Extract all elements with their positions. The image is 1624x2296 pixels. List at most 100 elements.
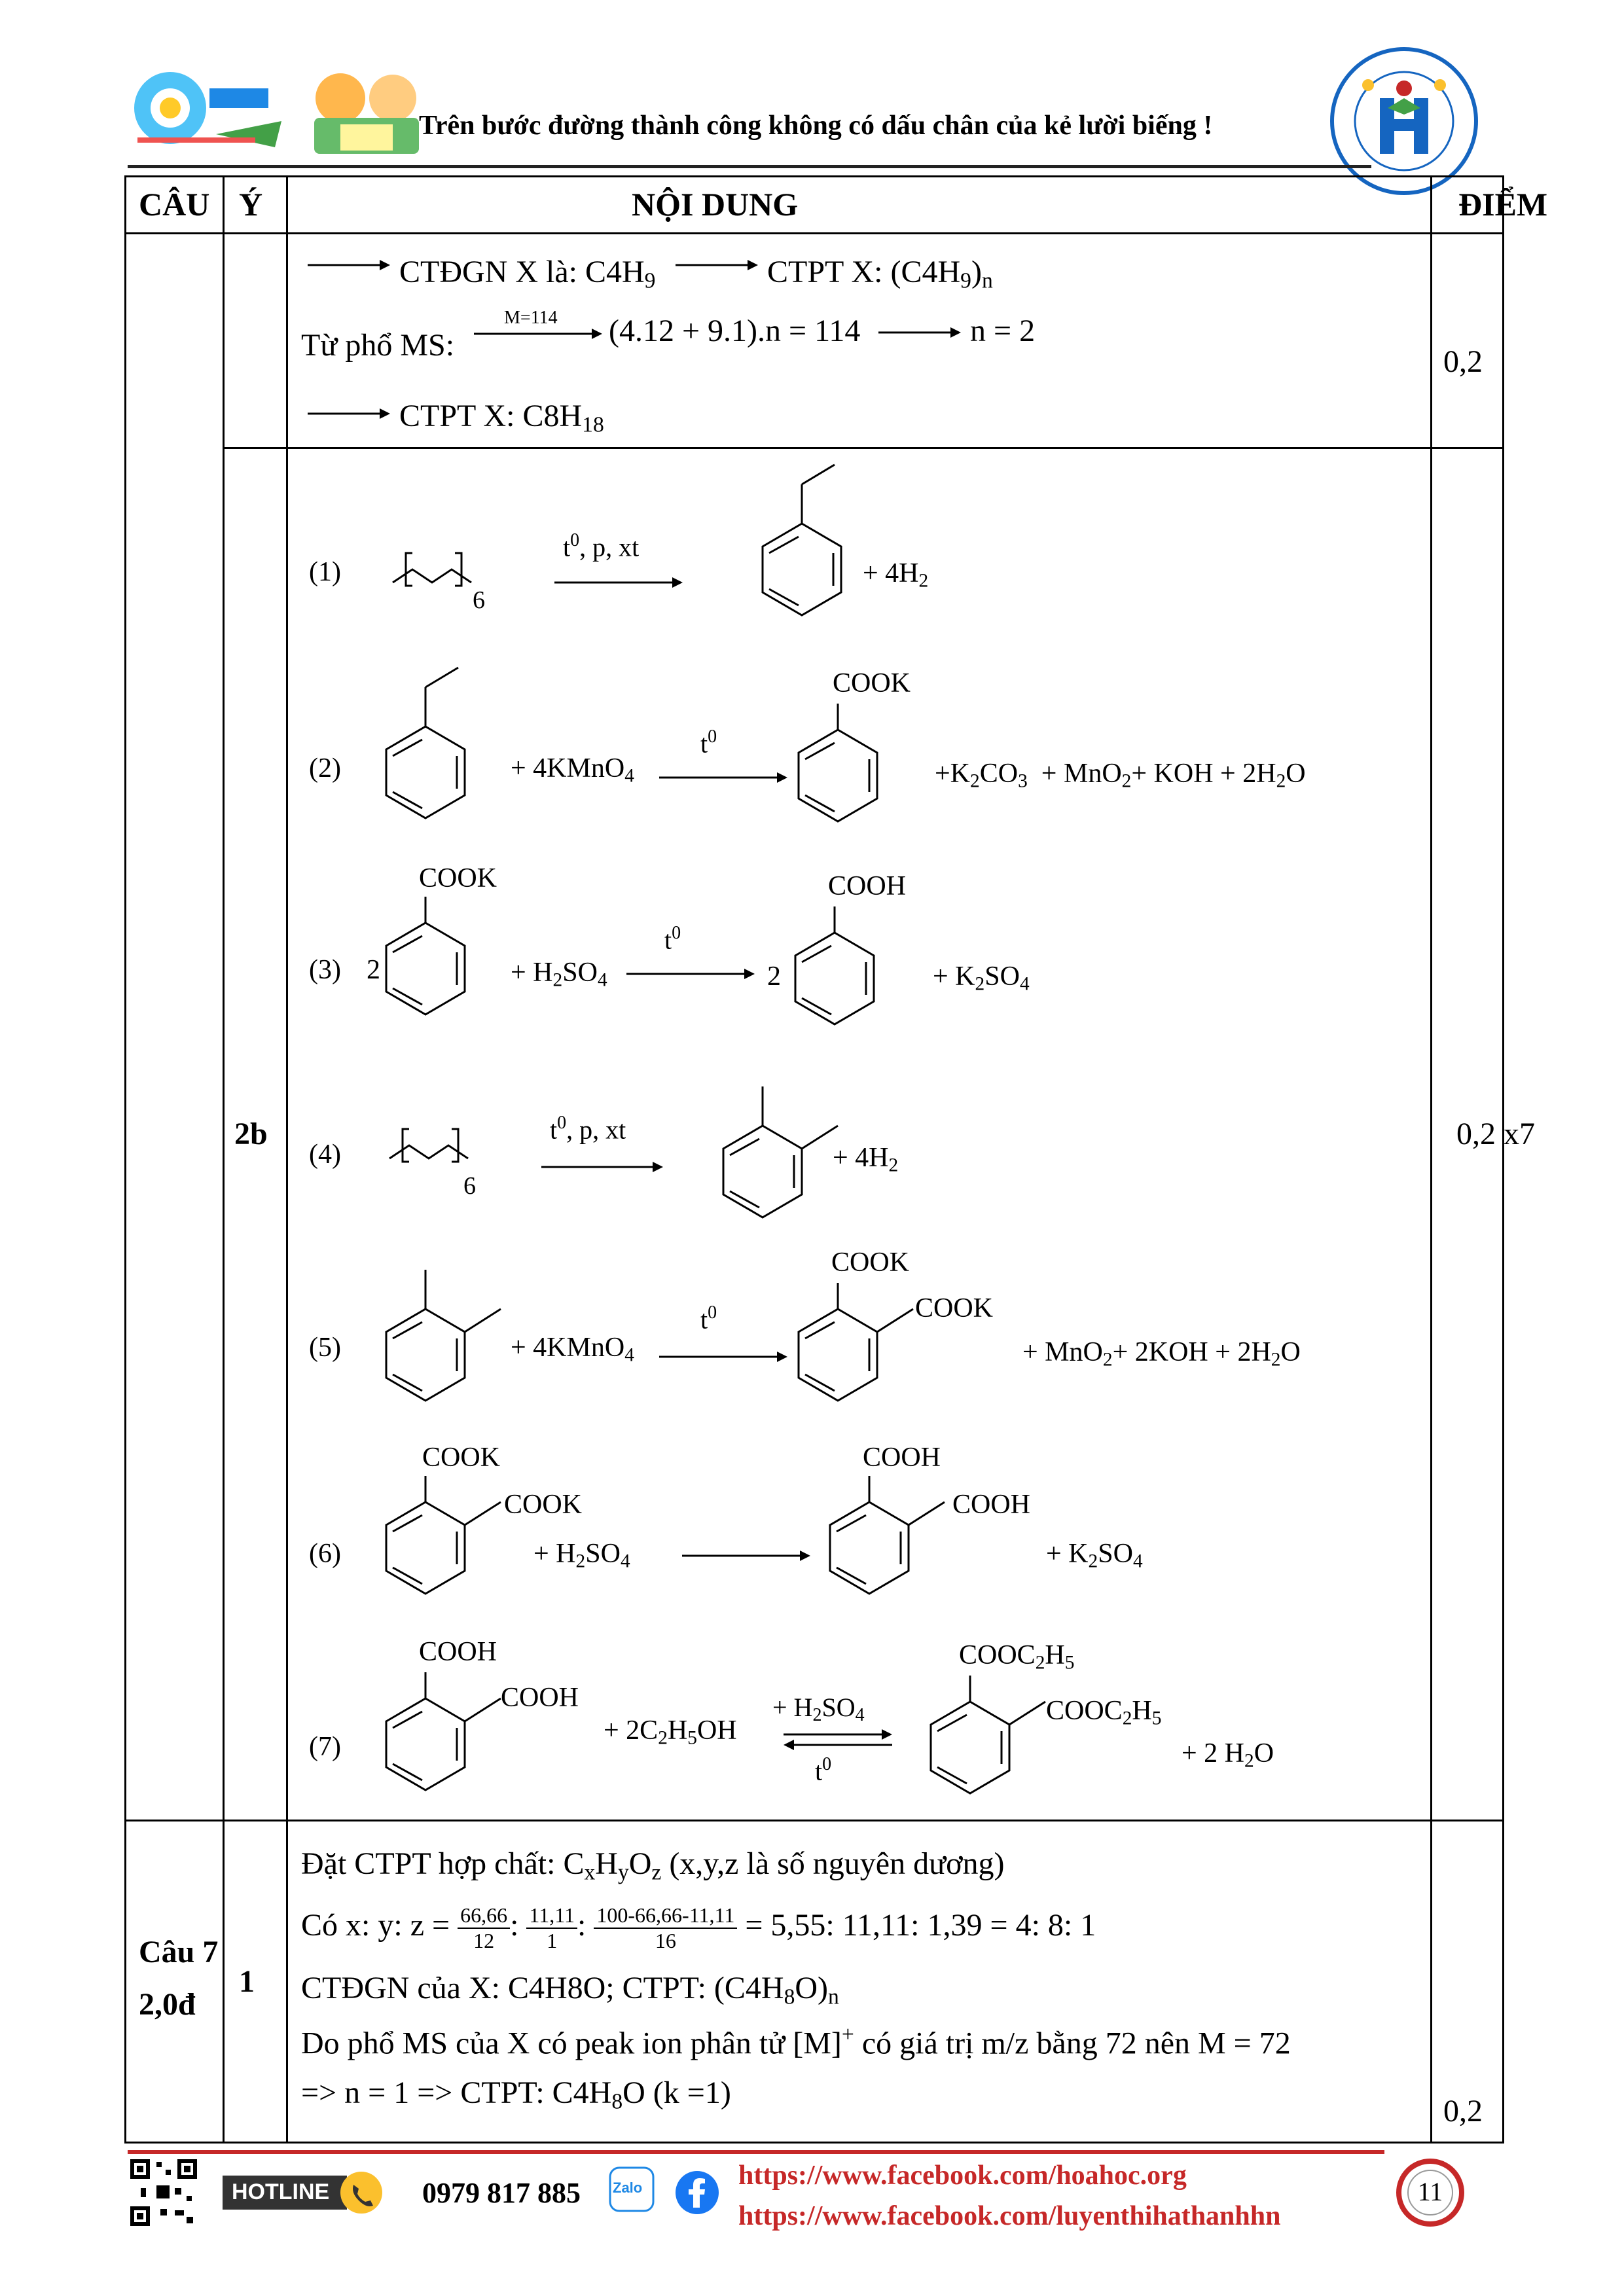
- col-divider-content: [1430, 175, 1432, 2144]
- arrow-icon: [682, 1551, 810, 1561]
- reaction-1-label: (1): [309, 557, 341, 587]
- ethylbenzene-structure: [385, 666, 466, 819]
- page-number-badge: [1396, 2159, 1464, 2227]
- row1-ms-result: n = 2: [970, 314, 1036, 348]
- reaction-7-label: (7): [309, 1732, 341, 1762]
- zalo-label: Zalo: [613, 2179, 643, 2196]
- reaction-7-product-group-1: COOC2H5: [959, 1640, 1075, 1674]
- potassium-benzoate-structure: [385, 897, 466, 1016]
- row3-line-3: CTĐGN của X: C4H8O; CTPT: (C4H8O)n: [301, 1971, 839, 2009]
- reaction-4-label: (4): [309, 1139, 341, 1170]
- page-number: 11: [1417, 2177, 1443, 2206]
- row2-score: 0,2 x7: [1456, 1117, 1535, 1151]
- header-rule: [128, 165, 1371, 168]
- equilibrium-arrow-icon: [784, 1729, 892, 1750]
- arrow-icon: [878, 327, 961, 338]
- reaction-7-catalyst: + H2SO4: [772, 1693, 865, 1725]
- reaction-4-conditions: t0, p, xt: [550, 1113, 626, 1145]
- reaction-6-label: (6): [309, 1539, 341, 1569]
- col-divider-cau: [223, 175, 225, 2144]
- benzoic-acid-structure: [794, 906, 875, 1026]
- reaction-7-reactant-group-1: COOH: [419, 1637, 497, 1667]
- col-divider-y: [286, 175, 288, 2144]
- row3-score: 0,2: [1443, 2094, 1483, 2128]
- phthalic-acid-structure: [829, 1476, 945, 1595]
- row-divider-2: [124, 1820, 1504, 1821]
- octane-skeletal-structure: [392, 552, 472, 587]
- table-border-bottom: [124, 2142, 1504, 2144]
- row1-ms-condition: M=114: [504, 308, 558, 328]
- phthalic-acid-structure: [385, 1672, 501, 1791]
- facebook-link-luyenthihathanh[interactable]: https://www.facebook.com/luyenthihathanh…: [738, 2201, 1281, 2231]
- reaction-7-condition: t0: [815, 1754, 832, 1786]
- row3-line-4: Do phổ MS của X có peak ion phân tử [M]+…: [301, 2022, 1291, 2061]
- reaction-4-n: 6: [463, 1172, 476, 1200]
- arrow-icon: [554, 577, 683, 588]
- reaction-6-reactant-group-1: COOK: [422, 1443, 501, 1473]
- row1-ctdgn-line: CTĐGN X là: C4H9: [399, 255, 656, 293]
- hotline-badge: HOTLINE: [223, 2172, 386, 2214]
- row3-y-label: 1: [239, 1964, 255, 1999]
- reaction-5-product-group-1: COOK: [831, 1247, 910, 1278]
- luyen-thi-ha-thanh-logo: [1330, 47, 1478, 195]
- table-header-divider: [124, 232, 1504, 234]
- zalo-icon-shape: [609, 2166, 655, 2212]
- row1-ms-label: Từ phổ MS:: [301, 328, 455, 363]
- row-divider-1: [223, 447, 1504, 449]
- reaction-7-reactant-group-2: COOH: [501, 1683, 579, 1713]
- reaction-3-reactant-group: COOK: [419, 863, 497, 893]
- reaction-3-condition: t0: [664, 923, 681, 955]
- header-cau: CÂU: [139, 186, 210, 223]
- reaction-3-label: (3): [309, 955, 341, 985]
- ethylbenzene-structure: [761, 463, 842, 617]
- row1-ctpt-generic: CTPT X: (C4H9)n: [767, 255, 993, 293]
- facebook-icon[interactable]: [674, 2170, 720, 2215]
- reaction-6-product-group-2: COOH: [952, 1490, 1031, 1520]
- benzoate-ring-structure: [797, 704, 878, 823]
- reaction-5-condition: t0: [700, 1302, 717, 1335]
- arrow-icon: [541, 1162, 663, 1172]
- row1-score: 0,2: [1443, 344, 1483, 379]
- qr-code-icon: [128, 2157, 200, 2229]
- octane-skeletal-structure: [389, 1128, 469, 1163]
- table-border-top: [124, 175, 1504, 177]
- reaction-4-hydrogen: + 4H2: [833, 1143, 899, 1176]
- hotline-phone-number[interactable]: 0979 817 885: [422, 2177, 581, 2209]
- reaction-7-reagent: + 2C2H5OH: [604, 1715, 737, 1749]
- reaction-2-product-group: COOK: [833, 668, 911, 698]
- hotline-label: HOTLINE: [232, 2179, 330, 2204]
- reaction-1-hydrogen: + 4H2: [863, 558, 929, 592]
- row1-ctpt-final: CTPT X: C8H18: [399, 399, 604, 437]
- row1-ms-equation: (4.12 + 9.1).n = 114: [609, 314, 861, 348]
- ortho-xylene-structure: [385, 1270, 501, 1402]
- row3-line-1: Đặt CTPT hợp chất: CxHyOz (x,y,z là số n…: [301, 1846, 1005, 1885]
- reaction-5-reagent: + 4KMnO4: [511, 1333, 634, 1366]
- header-diem: ĐIỂM: [1458, 186, 1548, 223]
- row3-line-5: => n = 1 => CTPT: C4H8O (k =1): [301, 2075, 731, 2114]
- reaction-2-reagent: + 4KMnO4: [511, 753, 634, 787]
- arrow-icon: [659, 1352, 787, 1362]
- reaction-6-reactant-group-2: COOK: [504, 1490, 583, 1520]
- row3-cau-label: Câu 7: [139, 1935, 219, 1969]
- row3-cau-points: 2,0đ: [139, 1987, 196, 2022]
- col-border-left: [124, 175, 126, 2144]
- reaction-5-product-group-2: COOK: [915, 1293, 994, 1323]
- reaction-5-byproducts: + MnO2+ 2KOH + 2H2O: [1022, 1337, 1301, 1371]
- reaction-3-reagent: + H2SO4: [511, 958, 607, 991]
- arrow-icon: [308, 408, 390, 419]
- col-border-right: [1502, 175, 1504, 2144]
- zalo-icon[interactable]: Zalo: [609, 2166, 655, 2212]
- facebook-link-hoahoc[interactable]: https://www.facebook.com/hoahoc.org: [738, 2161, 1187, 2191]
- reaction-3-coefficient: 2: [367, 955, 380, 985]
- hotline-badge-shape: [223, 2172, 382, 2214]
- footer-rule: [128, 2150, 1384, 2154]
- reaction-3-product-coefficient: 2: [767, 961, 781, 992]
- reaction-1-n: 6: [473, 586, 485, 614]
- reaction-2-label: (2): [309, 753, 341, 783]
- reaction-6-byproduct: + K2SO4: [1046, 1539, 1143, 1572]
- header-y: Ý: [239, 186, 263, 223]
